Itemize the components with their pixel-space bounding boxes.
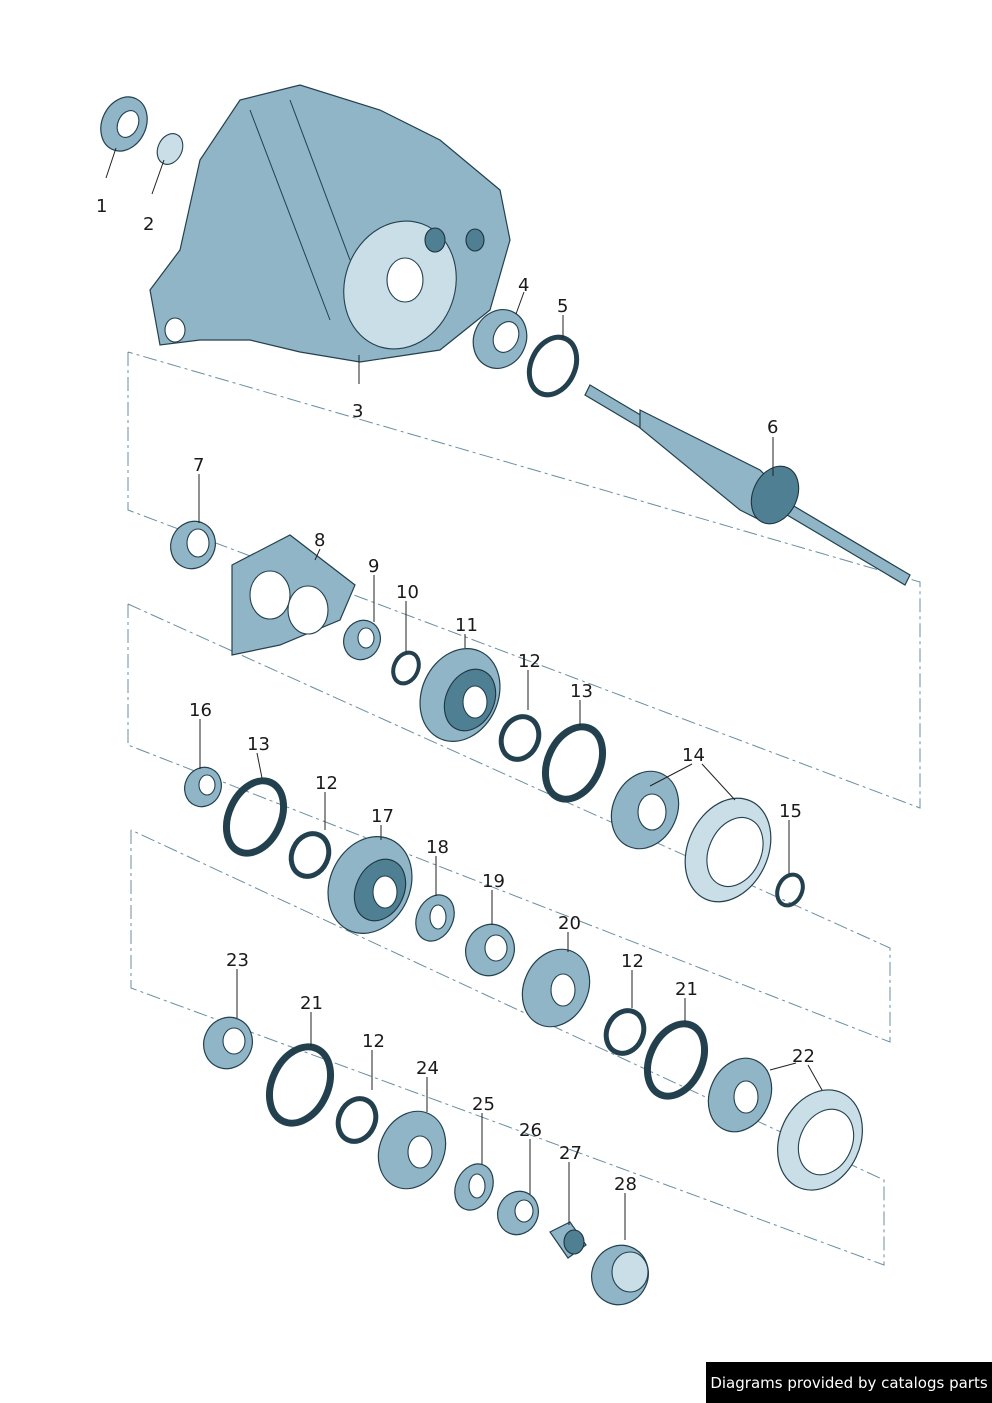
callout-16: 16 <box>189 700 212 721</box>
part-10-circlip <box>391 650 421 686</box>
callout-3: 3 <box>352 401 363 422</box>
callout-11: 11 <box>455 615 478 636</box>
part-7-needle-bearing <box>170 520 216 570</box>
part-28-cap <box>591 1244 649 1306</box>
part-15-circlip <box>775 872 805 908</box>
credit-banner: Diagrams provided by catalogs parts <box>706 1362 992 1403</box>
callout-13: 13 <box>570 681 593 702</box>
callout-26: 26 <box>519 1120 542 1141</box>
callout-22: 22 <box>792 1046 815 1067</box>
part-14-synchro-assembly <box>610 770 772 903</box>
callout-17: 17 <box>371 806 394 827</box>
part-26-bush <box>497 1190 539 1236</box>
part-9-needle-bearing <box>343 619 381 661</box>
callout-12-d: 12 <box>362 1031 385 1052</box>
callout-12-c: 12 <box>621 951 644 972</box>
part-21-synchro-ring-b <box>266 1043 334 1127</box>
credit-text: Diagrams provided by catalogs parts <box>710 1373 988 1392</box>
callout-5: 5 <box>557 296 568 317</box>
part-3-housing <box>149 84 511 363</box>
leader-lines <box>105 147 823 1240</box>
callout-10: 10 <box>396 582 419 603</box>
callout-20: 20 <box>558 913 581 934</box>
part-2-circlip <box>156 133 184 165</box>
part-21-synchro-ring <box>643 1020 709 1100</box>
callout-15: 15 <box>779 801 802 822</box>
part-22-synchro-assembly <box>707 1057 863 1191</box>
part-16-needle-bearing <box>184 766 222 808</box>
part-4-bearing <box>472 309 528 369</box>
part-11-gear <box>419 648 501 742</box>
callout-12: 12 <box>518 651 541 672</box>
callout-21-b: 21 <box>300 993 323 1014</box>
callout-8: 8 <box>314 530 325 551</box>
part-24-gear <box>377 1110 447 1190</box>
part-27-screw <box>549 1221 587 1259</box>
callout-25: 25 <box>472 1094 495 1115</box>
callout-18: 18 <box>426 837 449 858</box>
callout-7: 7 <box>193 455 204 476</box>
part-12-snap-ring-c <box>603 1008 647 1056</box>
part-8-gasket <box>231 534 356 656</box>
part-18-washer <box>415 894 455 942</box>
callout-4: 4 <box>518 275 529 296</box>
callout-2: 2 <box>143 214 154 235</box>
callout-27: 27 <box>559 1143 582 1164</box>
part-12-snap-ring-b <box>288 831 332 879</box>
part-13-synchro-ring-b <box>222 777 288 857</box>
callout-13-b: 13 <box>247 734 270 755</box>
part-6-shaft <box>584 384 911 586</box>
part-13-synchro-ring <box>541 723 607 803</box>
callout-12-b: 12 <box>315 773 338 794</box>
part-12-snap-ring-d <box>335 1096 379 1144</box>
callout-28: 28 <box>614 1174 637 1195</box>
callout-23: 23 <box>226 950 249 971</box>
callout-6: 6 <box>767 417 778 438</box>
part-25-washer <box>454 1163 494 1211</box>
callout-labels: 1 2 3 4 5 6 7 8 9 10 11 12 13 14 15 16 1… <box>96 196 815 1195</box>
part-1-seal <box>100 96 148 152</box>
part-23-needle-bearing <box>203 1016 253 1070</box>
part-20-gear <box>521 948 591 1028</box>
part-19-needle-bearing <box>465 923 515 977</box>
callout-9: 9 <box>368 556 379 577</box>
callout-21: 21 <box>675 979 698 1000</box>
callout-19: 19 <box>482 871 505 892</box>
part-5-circlip <box>526 334 580 398</box>
callout-1: 1 <box>96 196 107 217</box>
part-17-gear <box>327 836 413 934</box>
part-12-snap-ring <box>498 714 542 762</box>
callout-24: 24 <box>416 1058 439 1079</box>
callout-14: 14 <box>682 745 705 766</box>
